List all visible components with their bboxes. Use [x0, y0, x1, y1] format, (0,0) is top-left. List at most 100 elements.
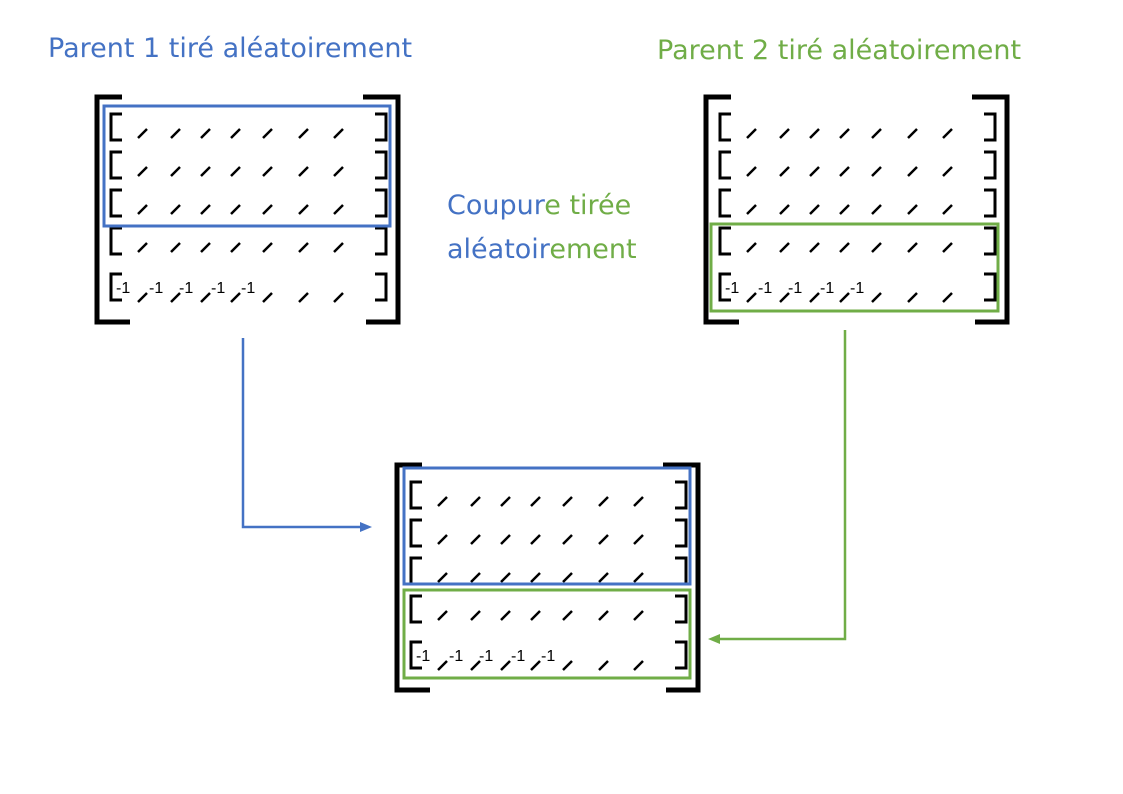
row-left-bracket [409, 556, 422, 586]
row-left-bracket [109, 188, 122, 218]
matrix-row [109, 226, 388, 256]
slash-separator [437, 610, 448, 621]
child-matrix: -1-1-1-1-1 [394, 462, 701, 693]
slash-separator [298, 128, 309, 139]
matrix-row [718, 188, 997, 218]
slash-separator [530, 610, 541, 621]
slash-separator [530, 572, 541, 583]
row-left-bracket [409, 480, 422, 510]
slash-separator [839, 292, 850, 303]
slash-separator [633, 534, 644, 545]
parent2-selection-box [709, 222, 1000, 313]
slash-separator [871, 292, 882, 303]
slash-separator [746, 242, 757, 253]
slash-separator [871, 166, 882, 177]
matrix-row [409, 556, 688, 586]
child-parent1-box [402, 466, 692, 586]
row-right-bracket [675, 518, 688, 548]
row-right-bracket [675, 556, 688, 586]
slash-separator [170, 242, 181, 253]
slash-separator [942, 128, 953, 139]
slash-separator [262, 242, 273, 253]
slash-separator [230, 166, 241, 177]
slash-separator [779, 242, 790, 253]
parent1-selection-box [102, 104, 392, 228]
slash-separator [333, 204, 344, 215]
slash-separator [137, 292, 148, 303]
outer-right-bracket [972, 94, 1010, 325]
cut-text-blue-2: aléatoir [447, 234, 550, 265]
slash-separator [137, 128, 148, 139]
matrix-row [409, 594, 688, 624]
parent2-title: Parent 2 tiré aléatoirement [657, 35, 1022, 66]
slash-separator [562, 534, 573, 545]
row-left-bracket [718, 150, 731, 180]
slash-separator [942, 292, 953, 303]
slash-separator [333, 242, 344, 253]
row-right-bracket [984, 188, 997, 218]
slash-separator [470, 534, 481, 545]
cut-text-blue-1: Coupur [447, 190, 545, 221]
row-right-bracket [375, 188, 388, 218]
slash-separator [437, 660, 448, 671]
slash-separator [137, 242, 148, 253]
row-right-bracket [984, 112, 997, 142]
parent2-arrow [718, 330, 847, 641]
slash-separator [839, 242, 850, 253]
slash-separator [298, 204, 309, 215]
value-label: -1 [241, 280, 255, 297]
slash-separator [530, 496, 541, 507]
slash-separator [779, 292, 790, 303]
slash-separator [598, 572, 609, 583]
slash-separator [470, 660, 481, 671]
slash-separator [942, 242, 953, 253]
slash-separator [746, 128, 757, 139]
matrix-row: -1-1-1-1-1 [718, 272, 997, 303]
row-right-bracket [984, 272, 997, 302]
slash-separator [437, 534, 448, 545]
slash-separator [598, 660, 609, 671]
slash-separator [437, 572, 448, 583]
slash-separator [200, 166, 211, 177]
row-left-bracket [718, 188, 731, 218]
slash-separator [298, 166, 309, 177]
value-label: -1 [211, 280, 225, 297]
slash-separator [839, 128, 850, 139]
slash-separator [907, 128, 918, 139]
row-left-bracket [409, 518, 422, 548]
value-label: -1 [820, 280, 834, 297]
value-label: -1 [116, 280, 130, 297]
slash-separator [907, 166, 918, 177]
slash-separator [839, 166, 850, 177]
row-left-bracket [718, 272, 731, 302]
value-label: -1 [416, 648, 430, 665]
slash-separator [200, 242, 211, 253]
slash-separator [809, 292, 820, 303]
slash-separator [230, 204, 241, 215]
parent1-title: Parent 1 tiré aléatoirement [48, 33, 413, 64]
slash-separator [200, 128, 211, 139]
slash-separator [779, 128, 790, 139]
row-left-bracket [718, 226, 731, 256]
matrix-row [409, 518, 688, 548]
slash-separator [500, 660, 511, 671]
slash-separator [170, 128, 181, 139]
parent2-arrowhead-icon [708, 634, 720, 644]
slash-separator [230, 292, 241, 303]
outer-right-bracket [363, 94, 401, 325]
row-right-bracket [375, 226, 388, 256]
slash-separator [633, 572, 644, 583]
slash-separator [137, 204, 148, 215]
slash-separator [809, 204, 820, 215]
slash-separator [907, 292, 918, 303]
outer-right-bracket [663, 462, 701, 693]
value-label: -1 [758, 280, 772, 297]
value-label: -1 [179, 280, 193, 297]
slash-separator [598, 534, 609, 545]
row-left-bracket [718, 112, 731, 142]
row-right-bracket [375, 272, 388, 302]
slash-separator [779, 166, 790, 177]
slash-separator [333, 128, 344, 139]
slash-separator [262, 128, 273, 139]
